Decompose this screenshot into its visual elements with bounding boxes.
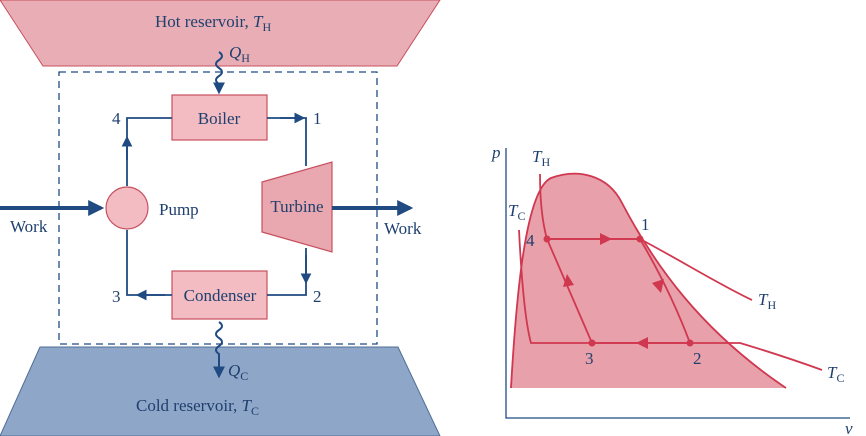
hot-reservoir — [0, 0, 441, 67]
axis-v-label: v — [845, 419, 853, 436]
point-1 — [636, 235, 644, 243]
work-out-label: Work — [384, 219, 422, 238]
pv-point-3-label: 3 — [585, 349, 594, 368]
boiler-label: Boiler — [198, 109, 241, 128]
line-condenser-to-pump — [126, 230, 172, 296]
cycle-path-3-4 — [546, 238, 593, 344]
pv-point-1-label: 1 — [641, 215, 650, 234]
arrow-4-to-1 — [600, 233, 612, 245]
pump-circle — [105, 186, 149, 230]
heat-out-wavy-arrow — [213, 321, 225, 379]
line-pump-to-boiler — [126, 117, 172, 186]
point-4 — [543, 235, 551, 243]
tc-label-right: TC — [827, 363, 844, 385]
axis-p-label: p — [491, 143, 501, 162]
pv-point-4-label: 4 — [526, 231, 535, 250]
condenser-label: Condenser — [184, 286, 257, 305]
hot-reservoir-label: Hot reservoir, TH — [155, 12, 271, 34]
turbine-shape — [261, 161, 333, 253]
state-4-label: 4 — [112, 109, 121, 128]
point-2 — [686, 339, 694, 347]
work-in-label: Work — [10, 217, 48, 236]
arrow-2-to-3 — [636, 337, 648, 349]
pv-point-2-label: 2 — [693, 349, 702, 368]
turbine-label: Turbine — [270, 197, 323, 216]
line-boiler-to-turbine — [267, 117, 307, 166]
state-1-label: 1 — [313, 109, 322, 128]
th-label-right: TH — [758, 290, 776, 312]
tc-label-left: TC — [508, 201, 525, 223]
state-3-label: 3 — [112, 287, 121, 306]
heat-out-label: QC — [228, 361, 248, 383]
point-3 — [588, 339, 596, 347]
cold-reservoir — [0, 346, 441, 436]
cycle-shaded-region — [531, 239, 690, 343]
condenser-box — [171, 270, 268, 320]
arrow-3-to-4 — [563, 274, 574, 287]
cycle-path-1-2 — [639, 238, 691, 344]
th-label-top: TH — [532, 147, 550, 169]
heat-in-wavy-arrow — [213, 51, 225, 95]
pump-label: Pump — [159, 200, 199, 219]
isotherm-tc-curve — [518, 229, 823, 371]
state-2-label: 2 — [313, 287, 322, 306]
cold-reservoir-label: Cold reservoir, TC — [136, 396, 259, 418]
arrow-1-to-2 — [652, 279, 664, 293]
heat-in-label: QH — [229, 43, 250, 65]
pv-axes — [505, 148, 850, 419]
line-turbine-to-condenser — [267, 248, 307, 296]
